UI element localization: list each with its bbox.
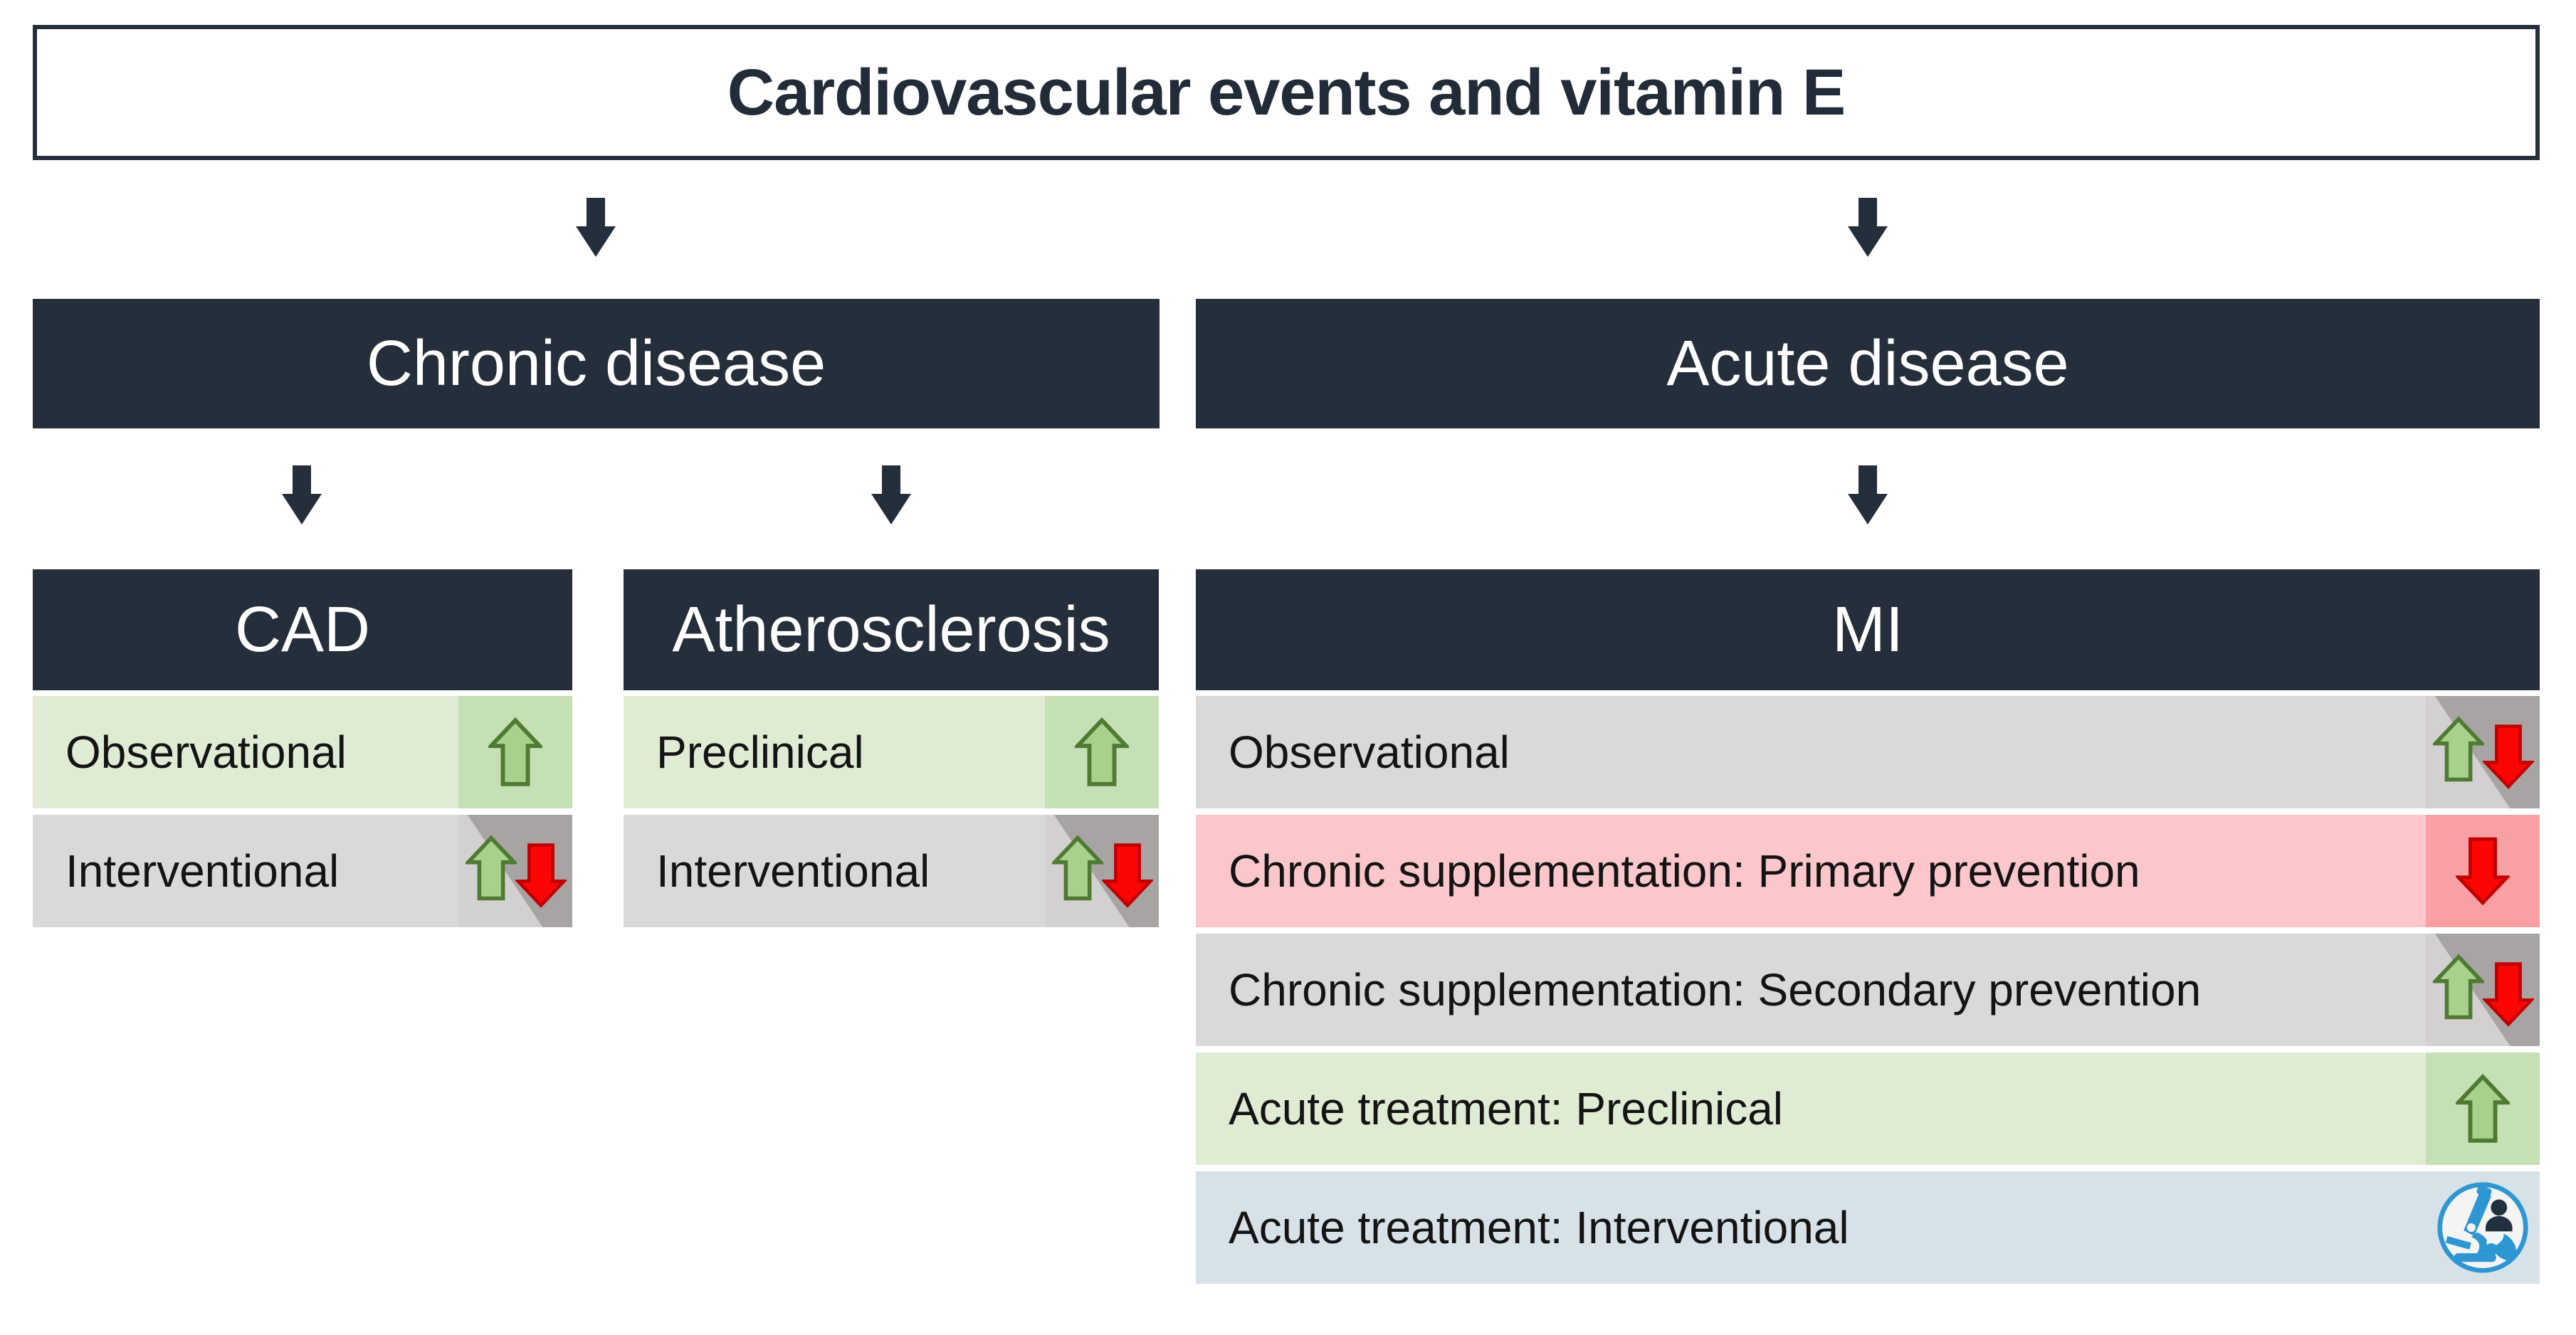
- indicator-cell: [2426, 1052, 2540, 1165]
- row-athero-preclinical: Preclinical: [624, 696, 1159, 808]
- branch-header-chronic: Chronic disease: [33, 299, 1160, 428]
- indicator-cell: [2426, 1171, 2540, 1284]
- down-arrow-icon: [281, 465, 322, 525]
- group-header-mi: MI: [1196, 569, 2540, 690]
- row-mi-acute-preclinical: Acute treatment: Preclinical: [1196, 1052, 2540, 1165]
- group-header-cad: CAD: [33, 569, 572, 690]
- row-label: Interventional: [65, 845, 340, 897]
- branch-label: Chronic disease: [366, 327, 826, 399]
- row-mi-acute-interventional: Acute treatment: Interventional: [1196, 1171, 2540, 1284]
- row-mi-observational: Observational: [1196, 696, 2540, 808]
- down-arrow-icon: [2483, 723, 2534, 790]
- group-label: Atherosclerosis: [672, 593, 1110, 665]
- row-label: Chronic supplementation: Secondary preve…: [1229, 964, 2202, 1015]
- branch-header-acute: Acute disease: [1196, 299, 2540, 428]
- row-mi-chronic-primary: Chronic supplementation: Primary prevent…: [1196, 815, 2540, 927]
- indicator-cell: [2426, 815, 2540, 927]
- row-label: Observational: [65, 727, 347, 778]
- row-label: Preclinical: [656, 727, 864, 778]
- row-label: Chronic supplementation: Primary prevent…: [1229, 845, 2140, 897]
- row-athero-interventional: Interventional: [624, 815, 1159, 927]
- indicator-cell: [458, 696, 572, 808]
- row-label: Observational: [1229, 727, 1510, 778]
- up-arrow-icon: [466, 835, 517, 902]
- row-label: Interventional: [656, 845, 930, 897]
- row-mi-chronic-secondary: Chronic supplementation: Secondary preve…: [1196, 934, 2540, 1046]
- indicator-cell: [2426, 934, 2540, 1046]
- page-title: Cardiovascular events and vitamin E: [727, 56, 1846, 129]
- down-arrow-icon: [1102, 842, 1153, 909]
- up-arrow-icon: [1075, 717, 1129, 787]
- up-arrow-icon: [488, 717, 542, 787]
- down-arrow-icon: [515, 842, 567, 909]
- clinical-research-icon: [2435, 1180, 2530, 1275]
- title-box: Cardiovascular events and vitamin E: [33, 25, 2540, 160]
- branch-label: Acute disease: [1666, 327, 2069, 399]
- down-arrow-icon: [871, 465, 912, 525]
- group-label: CAD: [234, 593, 371, 665]
- row-label: Acute treatment: Preclinical: [1229, 1083, 1783, 1134]
- up-arrow-icon: [2433, 954, 2484, 1020]
- up-arrow-icon: [2433, 716, 2484, 783]
- down-arrow-icon: [575, 198, 616, 258]
- group-label: MI: [1832, 593, 1903, 665]
- indicator-cell: [2426, 696, 2540, 808]
- down-arrow-icon: [2456, 836, 2510, 906]
- group-header-atherosclerosis: Atherosclerosis: [624, 569, 1159, 690]
- row-cad-interventional: Interventional: [33, 815, 572, 927]
- down-arrow-icon: [1847, 465, 1888, 525]
- indicator-cell: [1045, 815, 1159, 927]
- row-label: Acute treatment: Interventional: [1229, 1202, 1849, 1253]
- indicator-cell: [1045, 696, 1159, 808]
- down-arrow-icon: [2483, 961, 2534, 1028]
- up-arrow-icon: [2456, 1074, 2510, 1144]
- up-arrow-icon: [1052, 835, 1103, 902]
- indicator-cell: [458, 815, 572, 927]
- row-cad-observational: Observational: [33, 696, 572, 808]
- down-arrow-icon: [1847, 198, 1888, 258]
